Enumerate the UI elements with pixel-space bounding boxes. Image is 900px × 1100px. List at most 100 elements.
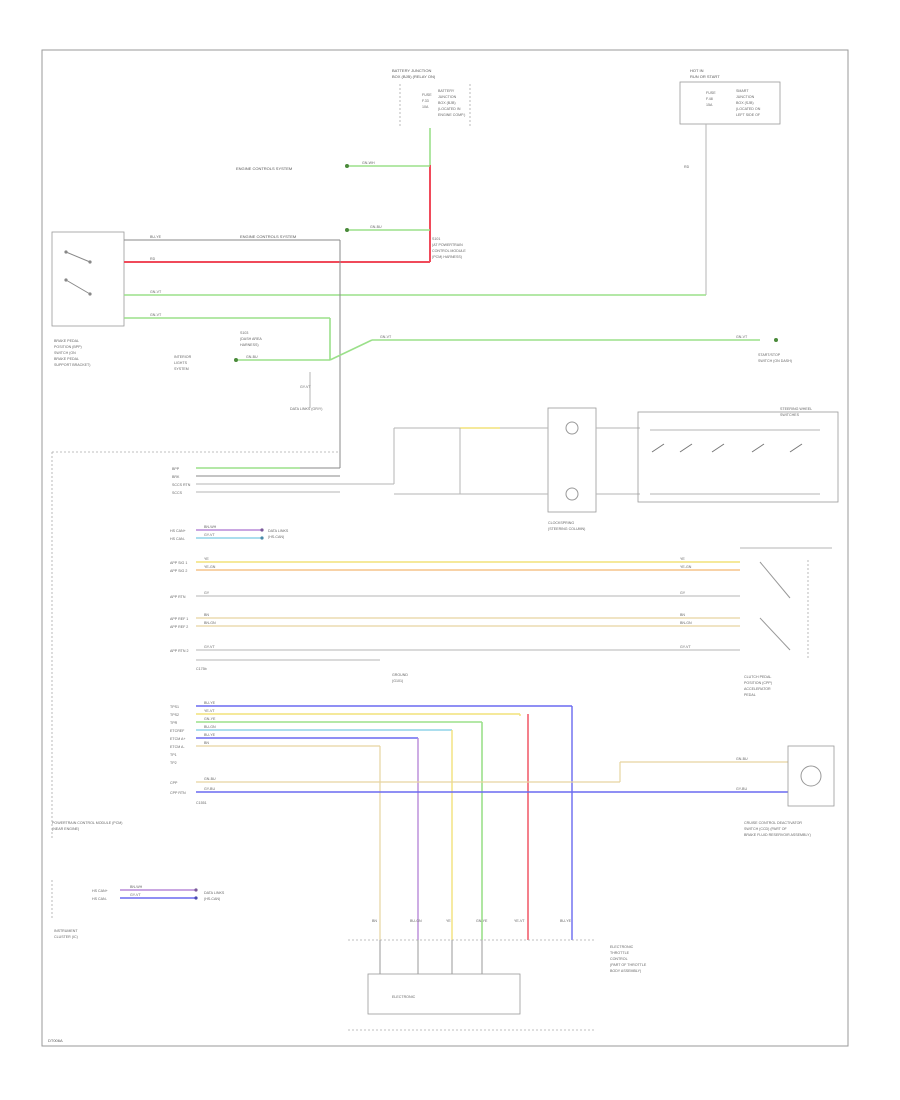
svg-text:BN: BN xyxy=(680,613,685,617)
svg-text:CRUISE CONTROL DEACTIVATOR: CRUISE CONTROL DEACTIVATOR xyxy=(744,821,802,825)
pcm-module: POWERTRAIN CONTROL MODULE (PCM) (NEAR EN… xyxy=(51,451,340,840)
svg-text:CPP RTN: CPP RTN xyxy=(170,791,186,795)
svg-text:BATTERY JUNCTION: BATTERY JUNCTION xyxy=(392,68,431,73)
svg-text:GN-VT: GN-VT xyxy=(736,335,748,339)
svg-text:THROTTLE: THROTTLE xyxy=(610,951,630,955)
svg-text:ETCM A+: ETCM A+ xyxy=(170,737,185,741)
svg-text:GN-YE: GN-YE xyxy=(204,717,216,721)
svg-text:(PART OF THROTTLE: (PART OF THROTTLE xyxy=(610,963,647,967)
svg-text:BOX (SJB): BOX (SJB) xyxy=(736,101,754,105)
svg-text:POSITION (BPP): POSITION (BPP) xyxy=(54,345,82,349)
svg-text:GY-VT: GY-VT xyxy=(204,645,215,649)
svg-text:BU-YE: BU-YE xyxy=(150,235,162,239)
svg-text:ELECTRONIC: ELECTRONIC xyxy=(392,995,416,999)
svg-text:APP RTN: APP RTN xyxy=(170,595,186,599)
svg-text:YE-VT: YE-VT xyxy=(514,919,525,923)
svg-text:APP SIG 1: APP SIG 1 xyxy=(170,561,187,565)
svg-text:GN-VT: GN-VT xyxy=(150,290,162,294)
pcm-group-1: BPP BRK SCCS RTN SCCS xyxy=(172,467,340,495)
diagram-frame xyxy=(41,49,849,1047)
svg-text:CPP: CPP xyxy=(170,781,178,785)
engine-controls-tag-1: ENGINE CONTROLS SYSTEM GN-WH xyxy=(236,161,430,171)
fuse-box-right: HOT IN RUN OR START FUSE F.48 15A SMART … xyxy=(679,68,781,125)
svg-text:RUN OR START: RUN OR START xyxy=(690,74,720,79)
svg-text:(NEAR ENGINE): (NEAR ENGINE) xyxy=(52,827,79,831)
svg-text:APP REF 1: APP REF 1 xyxy=(170,617,188,621)
svg-text:APP REF 2: APP REF 2 xyxy=(170,625,188,629)
clockspring: CLOCKSPRING (STEERING COLUMN) xyxy=(547,407,597,531)
svg-text:PEDAL: PEDAL xyxy=(744,693,756,697)
svg-text:FUSE: FUSE xyxy=(422,93,432,97)
svg-text:GY: GY xyxy=(204,591,210,595)
svg-text:BRAKE PEDAL: BRAKE PEDAL xyxy=(54,339,79,343)
svg-text:APP RTN 2: APP RTN 2 xyxy=(170,649,188,653)
svg-text:HARNESS): HARNESS) xyxy=(240,343,259,347)
svg-text:POWERTRAIN CONTROL MODULE (PCM: POWERTRAIN CONTROL MODULE (PCM) xyxy=(52,821,122,825)
ccd-switch: CRUISE CONTROL DEACTIVATOR SWITCH (CCD) … xyxy=(744,745,835,837)
svg-text:HS CAN-: HS CAN- xyxy=(170,537,186,541)
svg-text:GY-VT: GY-VT xyxy=(300,385,311,389)
svg-text:START/STOP: START/STOP xyxy=(758,353,781,357)
svg-text:GN-WH: GN-WH xyxy=(362,161,375,165)
svg-text:10A: 10A xyxy=(422,105,429,109)
svg-text:GN-BU: GN-BU xyxy=(736,757,748,761)
svg-text:BU-YE: BU-YE xyxy=(204,701,216,705)
svg-text:BRK: BRK xyxy=(172,475,180,479)
steering-wheel-switches: STEERING WHEEL SWITCHES xyxy=(637,407,839,503)
svg-text:F.48: F.48 xyxy=(706,97,713,101)
svg-text:ELECTRONIC: ELECTRONIC xyxy=(610,945,634,949)
interior-lights-tag: INTERIOR LIGHTS SYSTEM GN-BU xyxy=(174,355,330,371)
svg-text:GY-BU: GY-BU xyxy=(736,787,747,791)
svg-text:CLUSTER (IC): CLUSTER (IC) xyxy=(54,935,78,939)
svg-text:TPS2: TPS2 xyxy=(170,713,179,717)
svg-text:YE: YE xyxy=(446,919,451,923)
svg-text:GN-BU: GN-BU xyxy=(370,225,382,229)
brake-pedal-switch: BRAKE PEDAL POSITION (BPP) SWITCH (ON BR… xyxy=(51,231,125,367)
svg-text:ACCELERATOR: ACCELERATOR xyxy=(744,687,771,691)
svg-text:CLUTCH PEDAL: CLUTCH PEDAL xyxy=(744,675,771,679)
svg-text:GY-BU: GY-BU xyxy=(204,787,215,791)
svg-text:TP2: TP2 xyxy=(170,761,177,765)
svg-text:BU-GN: BU-GN xyxy=(410,919,422,923)
svg-text:INSTRUMENT: INSTRUMENT xyxy=(54,929,78,933)
svg-text:YE: YE xyxy=(204,557,209,561)
svg-text:GY: GY xyxy=(680,591,686,595)
svg-text:BATTERY: BATTERY xyxy=(438,89,455,93)
svg-text:GY-VT: GY-VT xyxy=(130,893,141,897)
svg-text:TPS1: TPS1 xyxy=(170,705,179,709)
svg-text:TPR: TPR xyxy=(170,721,178,725)
svg-text:(PCM) HARNESS): (PCM) HARNESS) xyxy=(432,255,462,259)
svg-text:GN-VT: GN-VT xyxy=(150,313,162,317)
svg-text:ETCREF: ETCREF xyxy=(170,729,185,733)
svg-text:BOX (BJB) (RELAY ON): BOX (BJB) (RELAY ON) xyxy=(392,74,436,79)
svg-text:YE-VT: YE-VT xyxy=(204,709,215,713)
pcm-group-3: APP SIG 1 APP SIG 2 APP RTN APP REF 1 AP… xyxy=(170,557,740,671)
svg-text:(LOCATED ON: (LOCATED ON xyxy=(736,107,761,111)
fuse-box-top: BATTERY JUNCTION BOX (BJB) (RELAY ON) FU… xyxy=(392,68,471,126)
svg-text:BOX (BJB): BOX (BJB) xyxy=(438,101,456,105)
svg-text:JUNCTION: JUNCTION xyxy=(438,95,457,99)
svg-text:ENGINE CONTROLS SYSTEM: ENGINE CONTROLS SYSTEM xyxy=(236,166,292,171)
svg-text:(AT POWERTRAIN: (AT POWERTRAIN xyxy=(432,243,463,247)
pcm-group-2: HS CAN+ HS CAN- BN-WH GY-VT DATA LINKS (… xyxy=(170,525,289,541)
svg-text:TP1: TP1 xyxy=(170,753,177,757)
svg-text:SMART: SMART xyxy=(736,89,749,93)
svg-text:YE: YE xyxy=(680,557,685,561)
svg-text:BN: BN xyxy=(372,919,377,923)
svg-text:BN-GN: BN-GN xyxy=(204,621,216,625)
svg-text:DATA LINKS: DATA LINKS xyxy=(268,529,289,533)
svg-text:GY-VT: GY-VT xyxy=(680,645,691,649)
svg-text:CLOCKSPRING: CLOCKSPRING xyxy=(548,521,574,525)
engine-controls-tag-2: ENGINE CONTROLS SYSTEM GN-BU xyxy=(240,225,430,239)
svg-text:LEFT SIDE OF: LEFT SIDE OF xyxy=(736,113,761,117)
svg-text:HS CAN+: HS CAN+ xyxy=(170,529,186,533)
svg-text:HOT IN: HOT IN xyxy=(690,68,704,73)
svg-text:RD: RD xyxy=(150,257,156,261)
pcm-group-5: CPP CPP RTN GN-BU GY-BU GN-BU GY-BU C155… xyxy=(170,757,788,805)
svg-text:DATA LINKS: DATA LINKS xyxy=(204,891,225,895)
svg-text:BU-GN: BU-GN xyxy=(204,725,216,729)
svg-text:CONTROL: CONTROL xyxy=(610,957,628,961)
accelerator-pedal-sensor: CLUTCH PEDAL POSITION (CPP) ACCELERATOR … xyxy=(744,560,809,697)
svg-text:SCCS RTN: SCCS RTN xyxy=(172,483,191,487)
